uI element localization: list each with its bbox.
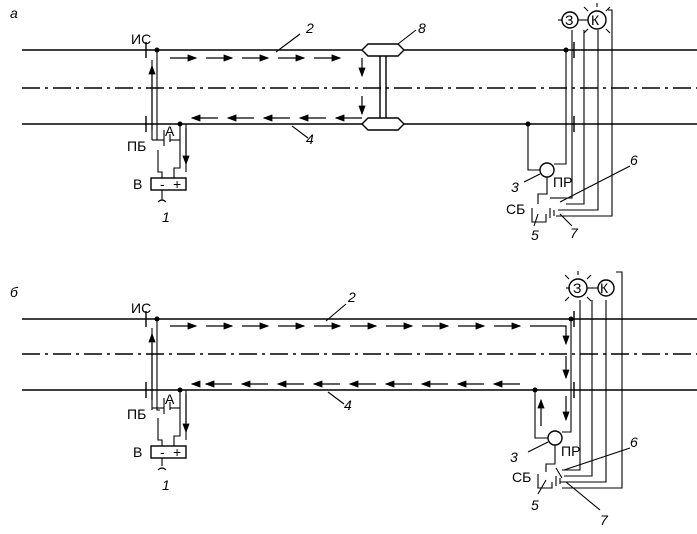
relay-lead-top <box>562 319 572 433</box>
callout-3: 3 <box>510 449 518 465</box>
signal-wire <box>562 300 581 471</box>
callout-5: 5 <box>531 227 539 243</box>
point-a-label: А <box>165 123 175 139</box>
rectifier-lead <box>157 418 163 446</box>
current-flow-top <box>170 322 570 346</box>
panel-b-label: б <box>10 284 19 300</box>
panel-a-label: а <box>10 5 18 21</box>
signal-wire <box>566 30 585 205</box>
track-battery-label: ПБ <box>127 406 146 422</box>
wheelset <box>358 43 405 131</box>
callout-2: 2 <box>347 289 356 305</box>
rectifier-lead <box>157 150 163 178</box>
track-relay <box>539 162 555 178</box>
leader-4 <box>291 125 309 139</box>
feed-lead-bottom <box>173 390 181 446</box>
rectifier-plus: + <box>173 444 181 460</box>
callout-4: 4 <box>306 131 314 147</box>
signal-wire <box>558 30 599 211</box>
panel-a: а ИС ПБ А - + В 1 <box>10 3 697 243</box>
callout-1: 1 <box>162 477 170 493</box>
panel-b: б ИС ПБ А - + В 1 <box>10 271 697 528</box>
red-lamp-label: К <box>600 280 609 296</box>
leader-5 <box>537 479 547 495</box>
callout-5: 5 <box>531 497 539 513</box>
leader-7 <box>565 481 601 511</box>
signal-wire <box>562 30 573 199</box>
rectifier-label: В <box>133 176 142 192</box>
leader-4 <box>327 391 345 405</box>
signal-battery-label: СБ <box>506 201 525 217</box>
relay-lead-bottom <box>534 390 548 439</box>
leader-3 <box>527 441 549 453</box>
feed-lead-top <box>156 319 160 411</box>
leader-5 <box>533 213 539 227</box>
track-battery-label: ПБ <box>127 138 146 154</box>
rectifier-minus: - <box>160 176 165 192</box>
lit-rays <box>583 3 611 34</box>
callout-4: 4 <box>344 397 352 413</box>
signal-wire <box>560 300 607 483</box>
callout-3: 3 <box>511 179 519 195</box>
insulating-joint-label: ИС <box>131 300 151 316</box>
callout-8: 8 <box>418 20 426 36</box>
signal-battery-box <box>537 474 553 489</box>
relay-lead-bottom <box>527 124 540 171</box>
lit-rays <box>564 271 592 302</box>
feed-lead-top <box>156 50 160 141</box>
feed-lead-bottom <box>173 124 181 178</box>
callout-1: 1 <box>162 209 170 225</box>
ac-input-symbol <box>157 190 167 203</box>
rectifier-box <box>150 445 187 459</box>
relay-label: ПР <box>553 174 572 190</box>
callout-6: 6 <box>630 434 638 450</box>
relay-contact <box>555 467 563 479</box>
relay-label: ПР <box>561 443 580 459</box>
leader-2 <box>325 303 347 322</box>
callout-6: 6 <box>630 152 638 168</box>
rectifier-label: В <box>133 444 142 460</box>
rectifier-minus: - <box>160 444 165 460</box>
signal-wire <box>556 9 613 217</box>
signal-battery-box <box>531 208 547 223</box>
ac-input-symbol <box>157 458 167 471</box>
relay-armature <box>545 445 556 472</box>
leader-6 <box>563 447 631 471</box>
callout-7: 7 <box>570 225 579 241</box>
callout-2: 2 <box>305 20 314 36</box>
signal-wire <box>564 300 593 477</box>
track-relay <box>547 430 563 446</box>
green-lamp-label: З <box>573 280 581 296</box>
point-a-label: А <box>165 391 175 407</box>
leader-3 <box>523 173 541 183</box>
relay-armature <box>537 177 548 204</box>
rectifier-plus: + <box>173 176 181 192</box>
signal-battery-label: СБ <box>512 469 531 485</box>
leader-2 <box>275 33 301 53</box>
signal-wire <box>562 271 623 489</box>
leader-8 <box>397 29 417 45</box>
red-lamp <box>597 279 615 297</box>
insulating-joint-label: ИС <box>131 31 151 47</box>
red-lamp-label: К <box>591 12 600 28</box>
callout-7: 7 <box>600 512 609 528</box>
rectifier-box <box>150 177 187 191</box>
green-lamp-label: З <box>565 12 573 28</box>
relay-lead-top <box>554 50 567 165</box>
